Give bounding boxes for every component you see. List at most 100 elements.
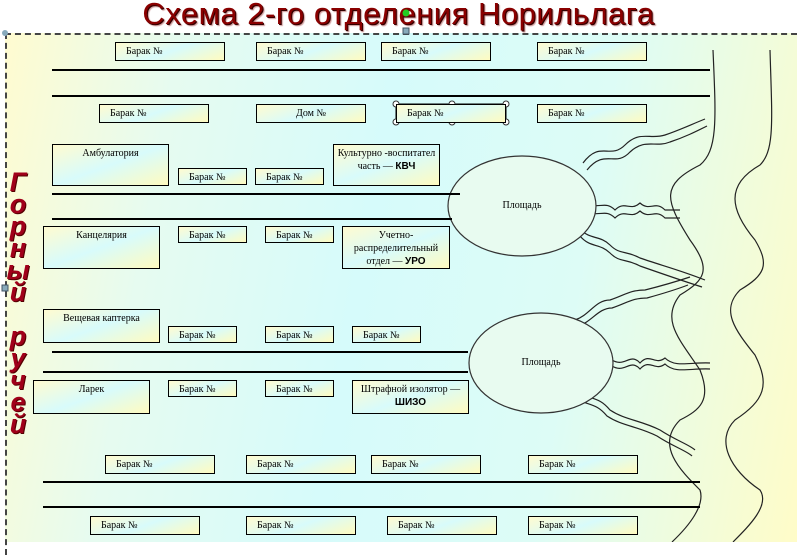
building-label: Барак № <box>179 330 216 341</box>
rivers-and-squares <box>1 9 773 542</box>
barrack[interactable]: Барак № <box>246 516 356 535</box>
page-title: Схема 2-го отделения Норильлага <box>142 0 655 31</box>
shizo-building[interactable]: Штрафной изолятор — ШИЗО <box>352 380 469 414</box>
barrack[interactable]: Барак № <box>537 104 647 123</box>
barrack[interactable]: Барак № <box>255 168 324 185</box>
road-line <box>52 69 710 71</box>
building-label: Барак № <box>276 230 313 241</box>
building-label: Барак № <box>267 46 304 57</box>
ambulatory[interactable]: Амбулатория <box>52 144 169 186</box>
building-label: Барак № <box>116 459 153 470</box>
building-label: Барак № <box>398 520 435 531</box>
road-line <box>43 481 700 483</box>
square-label: Площадь <box>521 357 561 368</box>
side-label-letter: й <box>9 277 27 307</box>
building-label: Барак № <box>539 520 576 531</box>
barrack[interactable]: Барак № <box>528 516 638 535</box>
side-label-letter: р <box>9 321 27 351</box>
square-1-shape <box>447 155 597 257</box>
barrack[interactable]: Барак № <box>352 326 421 343</box>
barrack[interactable]: Барак № <box>105 455 215 474</box>
barrack[interactable]: Барак № <box>256 42 366 61</box>
selection-frame <box>5 33 797 555</box>
side-label-letter: ы <box>6 255 30 285</box>
stream <box>583 210 680 219</box>
barrack[interactable]: Барак № <box>178 168 247 185</box>
river-bank-right <box>725 49 773 542</box>
barrack[interactable]: Барак № <box>528 455 638 474</box>
barrack[interactable]: Барак № <box>90 516 200 535</box>
barrack[interactable]: Барак № <box>168 380 237 397</box>
building-label: Барак № <box>276 330 313 341</box>
road-line <box>43 371 468 373</box>
kiosk[interactable]: Ларек <box>33 380 150 414</box>
road-line <box>52 218 452 220</box>
building-label: Барак № <box>257 520 294 531</box>
barrack[interactable]: Барак № <box>246 455 356 474</box>
building-label: Барак № <box>407 108 444 119</box>
storeroom[interactable]: Вещевая каптерка <box>43 309 160 343</box>
stream <box>579 235 703 288</box>
building-label: Барак № <box>276 384 313 395</box>
building-label: часть — <box>357 161 396 172</box>
barrack[interactable]: Барак № <box>265 326 334 343</box>
stream <box>574 276 691 321</box>
river-bank-left <box>668 49 716 542</box>
rotate-handle <box>402 9 410 17</box>
stream <box>586 125 708 171</box>
barrack[interactable]: Барак № <box>537 42 647 61</box>
building-label: Барак № <box>189 230 226 241</box>
stream <box>611 357 711 365</box>
building-label: Барак № <box>382 459 419 470</box>
side-label-letter: Г <box>9 167 27 197</box>
office-building[interactable]: Канцелярия <box>43 226 160 269</box>
barrack[interactable]: Барак № <box>99 104 209 123</box>
barrack[interactable]: Барак № <box>396 104 506 123</box>
stream <box>577 284 689 327</box>
side-label-letter: р <box>9 211 27 241</box>
stream <box>579 228 706 281</box>
stream <box>571 397 693 457</box>
barrack[interactable]: Барак № <box>265 226 334 243</box>
resize-handle <box>1 284 9 292</box>
barrack[interactable]: Барак № <box>178 226 247 243</box>
building-label: Барак № <box>548 46 585 57</box>
building-label: Культурно -воспитател <box>337 148 436 159</box>
barrack[interactable]: Барак № <box>371 455 481 474</box>
barrack[interactable]: Барак № <box>387 516 497 535</box>
stream <box>583 202 680 211</box>
building-label: Барак № <box>392 46 429 57</box>
barrack[interactable]: Барак № <box>381 42 491 61</box>
barrack[interactable]: Барак № <box>265 380 334 397</box>
building-label: отдел — <box>366 256 406 267</box>
resize-handle <box>402 27 410 35</box>
house[interactable]: Дом № <box>256 104 366 123</box>
building-label: Барак № <box>179 384 216 395</box>
building-label: Барак № <box>539 459 576 470</box>
building-label: Барак № <box>266 172 303 183</box>
building-label: Барак № <box>110 108 147 119</box>
side-label-letter: ч <box>10 365 26 395</box>
side-label-letter: о <box>9 189 27 219</box>
side-label-letter: е <box>10 387 26 417</box>
stream <box>582 118 706 164</box>
building-label: ШИЗО <box>394 397 427 408</box>
building-label: Барак № <box>548 108 585 119</box>
barrack[interactable]: Барак № <box>168 326 237 343</box>
side-label-letter: й <box>9 409 27 439</box>
building-label: УРО <box>405 256 426 267</box>
building-label: Учетно- <box>378 230 414 241</box>
resize-handle <box>2 30 8 36</box>
square-2-shape <box>468 312 614 414</box>
building-label: Барак № <box>126 46 163 57</box>
road-line <box>52 351 468 353</box>
stream <box>574 391 696 451</box>
side-label-letter: н <box>9 233 27 263</box>
stream <box>611 363 711 371</box>
building-label: Штрафной изолятор — <box>360 384 461 395</box>
barrack[interactable]: Барак № <box>115 42 225 61</box>
road-line <box>52 95 710 97</box>
building-label: Канцелярия <box>76 230 127 241</box>
